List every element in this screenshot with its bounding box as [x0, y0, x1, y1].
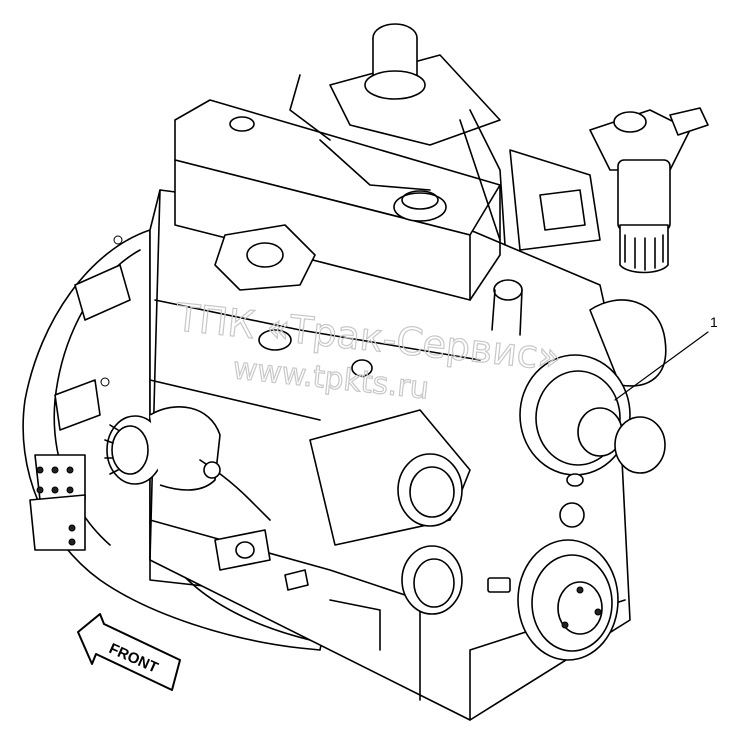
- block-details: [199, 329, 381, 651]
- starter-motor: [309, 409, 471, 615]
- front-pulleys: [487, 299, 667, 661]
- oil-filter: [104, 406, 221, 491]
- flywheel-housing: [22, 229, 331, 651]
- fuel-filter: [589, 107, 709, 274]
- callout-1-label: 1: [710, 314, 718, 330]
- front-arrow: FRONT: [77, 613, 181, 691]
- rocker-cover: [174, 99, 523, 336]
- injection-pump: [289, 23, 601, 251]
- callout-1-leader: [614, 331, 709, 401]
